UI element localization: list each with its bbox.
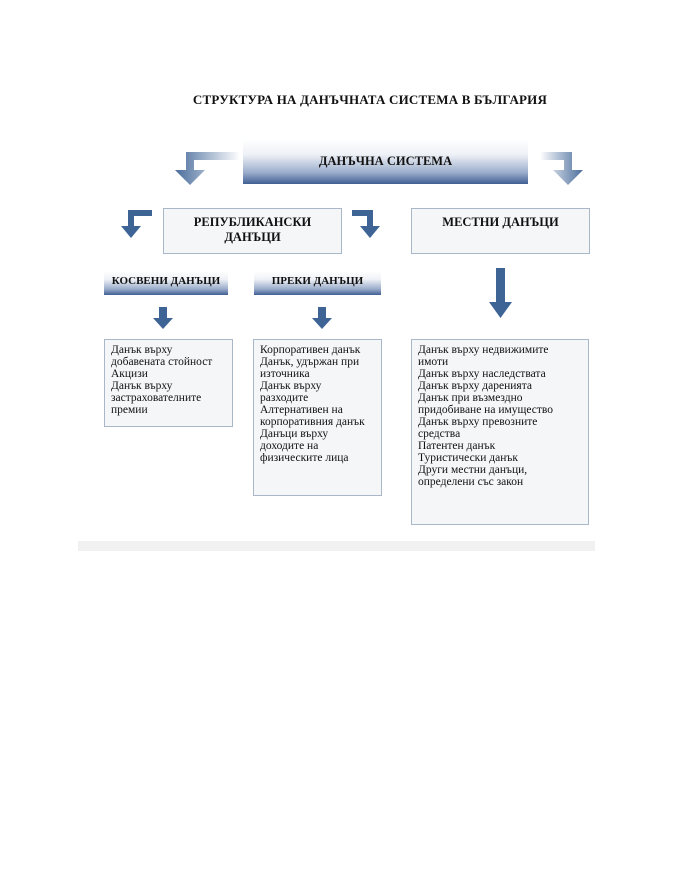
arrow-local-down-icon — [489, 268, 512, 318]
arrow-indirect-down-icon — [153, 307, 173, 329]
list-item: физическите лица — [260, 452, 349, 464]
list-item: Други местни данъци, — [418, 464, 528, 476]
list-item: Данък върху превозните — [418, 416, 538, 428]
local-taxes-box: МЕСТНИ ДАНЪЦИ — [411, 208, 590, 254]
list-item: Туристически данък — [418, 452, 518, 464]
list-item: Патентен данък — [418, 440, 496, 452]
list-item: Данък върху — [260, 380, 322, 392]
republican-taxes-box: РЕПУБЛИКАНСКИ ДАНЪЦИ — [163, 208, 342, 254]
republican-line1: РЕПУБЛИКАНСКИ — [193, 215, 312, 229]
arrow-direct-down-icon — [312, 307, 332, 329]
list-item: придобиване на имущество — [418, 404, 553, 416]
list-item: добавената стойност — [111, 356, 213, 368]
list-item: Данък върху даренията — [418, 380, 532, 392]
list-item: Данък върху недвижимите — [418, 344, 549, 356]
republican-line2: ДАНЪЦИ — [224, 230, 281, 244]
list-item: средства — [418, 428, 461, 440]
list-item: определени със закон — [418, 476, 524, 488]
arrow-root-right-icon — [540, 152, 583, 185]
list-item: Данък, удържан при — [260, 356, 360, 368]
root-tax-system: ДАНЪЧНА СИСТЕМА — [243, 139, 528, 184]
page-divider-bar — [78, 541, 595, 551]
list-item: Данъци върху — [260, 428, 329, 440]
list-item: Корпоративен данък — [260, 344, 361, 356]
list-item: доходите на — [260, 440, 319, 452]
direct-taxes-list: Корпоративен данък Данък, удържан при из… — [253, 339, 382, 496]
list-item: корпоративния данък — [260, 416, 365, 428]
list-item: Алтернативен на — [260, 404, 343, 416]
arrow-rep-left-icon — [121, 210, 152, 238]
list-item: Данък върху — [111, 344, 173, 356]
arrow-rep-right-icon — [352, 210, 380, 238]
list-item: Данък при възмездно — [418, 392, 523, 404]
list-item: Данък върху наследствата — [418, 368, 546, 380]
arrow-root-left-icon — [175, 152, 240, 185]
indirect-taxes-header: КОСВЕНИ ДАНЪЦИ — [104, 271, 228, 295]
list-item: Акцизи — [111, 368, 148, 380]
local-taxes-list: Данък върху недвижимите имоти Данък върх… — [411, 339, 589, 525]
list-item: Данък върху — [111, 380, 173, 392]
direct-taxes-header: ПРЕКИ ДАНЪЦИ — [254, 271, 381, 295]
list-item: разходите — [260, 392, 309, 404]
diagram-title: СТРУКТУРА НА ДАНЪЧНАТА СИСТЕМА В БЪЛГАРИ… — [192, 92, 548, 107]
list-item: източника — [260, 368, 310, 380]
list-item: премии — [111, 404, 148, 416]
list-item: имоти — [418, 356, 449, 368]
list-item: застрахователните — [111, 392, 202, 404]
indirect-taxes-list: Данък върху добавената стойност Акцизи Д… — [104, 339, 233, 427]
